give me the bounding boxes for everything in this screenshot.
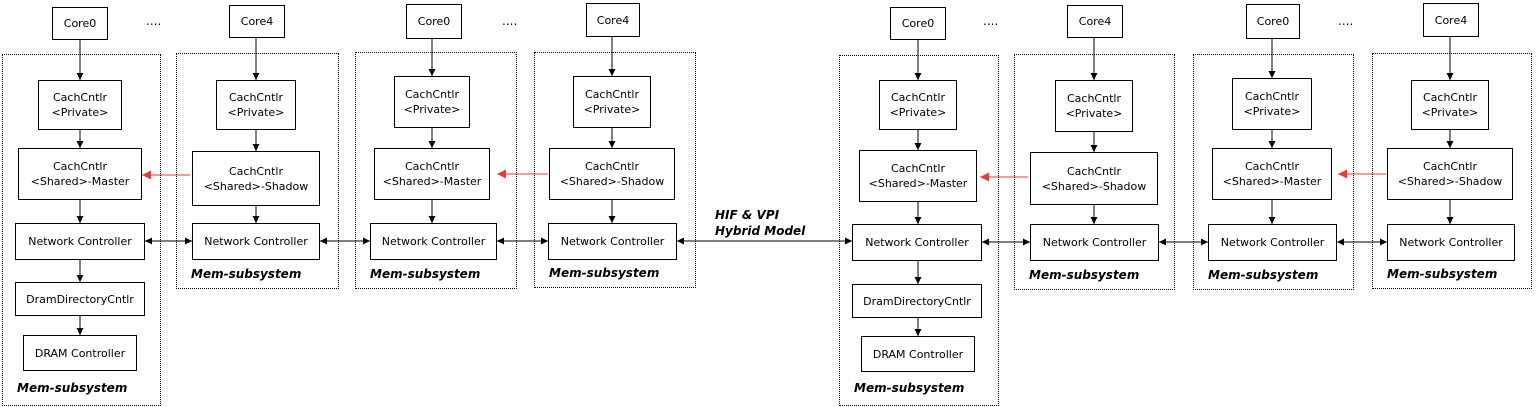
core-box: Core4 [586,3,640,37]
network-controller-box: Network Controller [1208,224,1337,261]
mem-subsystem-label: Mem-subsystem [191,267,302,281]
mem-subsystem-label: Mem-subsystem [17,381,128,395]
core-ellipsis: .... [146,14,162,28]
connectors [76,37,1454,336]
cache-shared-shadow-box: CachCntlr <Shared>-Shadow [1030,152,1158,205]
cache-shared-master-box: CachCntlr <Shared>-Master [374,148,490,200]
cache-shared-shadow-box: CachCntlr <Shared>-Shadow [549,148,675,200]
cache-private-box: CachCntlr <Private> [573,76,651,128]
mem-subsystem-label: Mem-subsystem [854,381,965,395]
core-box: Core0 [890,7,946,40]
core-ellipsis: .... [983,14,999,28]
cache-private-box: CachCntlr <Private> [216,80,296,130]
mem-subsystem-group [355,52,517,289]
dram-controller-box: DRAM Controller [23,335,137,371]
core-box: Core4 [1423,3,1479,37]
dram-directory-controller-box: DramDirectoryCntlr [852,284,982,318]
network-controller-box: Network Controller [1387,224,1515,261]
cache-private-box: CachCntlr <Private> [394,76,470,128]
core-box: Core0 [1246,4,1300,39]
mem-subsystem-label: Mem-subsystem [1387,267,1498,281]
core-box: Core0 [52,7,108,40]
cache-shared-master-box: CachCntlr <Shared>-Master [859,150,977,202]
cache-shared-master-box: CachCntlr <Shared>-Master [1212,148,1332,200]
mem-subsystem-group [176,53,339,289]
core-box: Core0 [406,4,462,39]
hif-vpi-hybrid-model-label: HIF & VPI Hybrid Model [715,208,806,238]
network-controller-box: Network Controller [15,223,145,260]
dram-directory-controller-box: DramDirectoryCntlr [15,282,145,316]
mem-subsystem-group [534,52,696,288]
cache-private-box: CachCntlr <Private> [1232,78,1312,130]
mem-subsystem-label: Mem-subsystem [549,266,660,280]
network-controller-box: Network Controller [852,224,982,261]
core-box: Core4 [1067,5,1123,38]
core-box: Core4 [229,5,285,38]
mem-subsystem-group [1014,54,1175,290]
network-controller-box: Network Controller [548,223,677,260]
network-controller-box: Network Controller [370,223,497,260]
cache-private-box: CachCntlr <Private> [38,80,122,130]
cache-private-box: CachCntlr <Private> [1055,80,1133,132]
cache-shared-shadow-box: CachCntlr <Shared>-Shadow [192,151,320,206]
network-controller-box: Network Controller [1030,224,1159,261]
dram-controller-box: DRAM Controller [861,336,975,372]
mem-subsystem-label: Mem-subsystem [370,267,481,281]
mem-subsystem-group [1372,53,1532,289]
core-ellipsis: .... [1338,14,1354,28]
mem-subsystem-group [1193,54,1354,290]
mem-subsystem-label: Mem-subsystem [1208,268,1319,282]
network-controller-box: Network Controller [192,223,320,260]
cache-private-box: CachCntlr <Private> [879,80,957,130]
cache-private-box: CachCntlr <Private> [1411,80,1489,130]
cache-shared-master-box: CachCntlr <Shared>-Master [18,148,142,200]
mem-subsystem-group [839,55,999,406]
core-ellipsis: .... [502,14,518,28]
cache-shared-shadow-box: CachCntlr <Shared>-Shadow [1387,148,1513,200]
mem-subsystem-label: Mem-subsystem [1029,268,1140,282]
mem-subsystem-group [2,54,161,406]
